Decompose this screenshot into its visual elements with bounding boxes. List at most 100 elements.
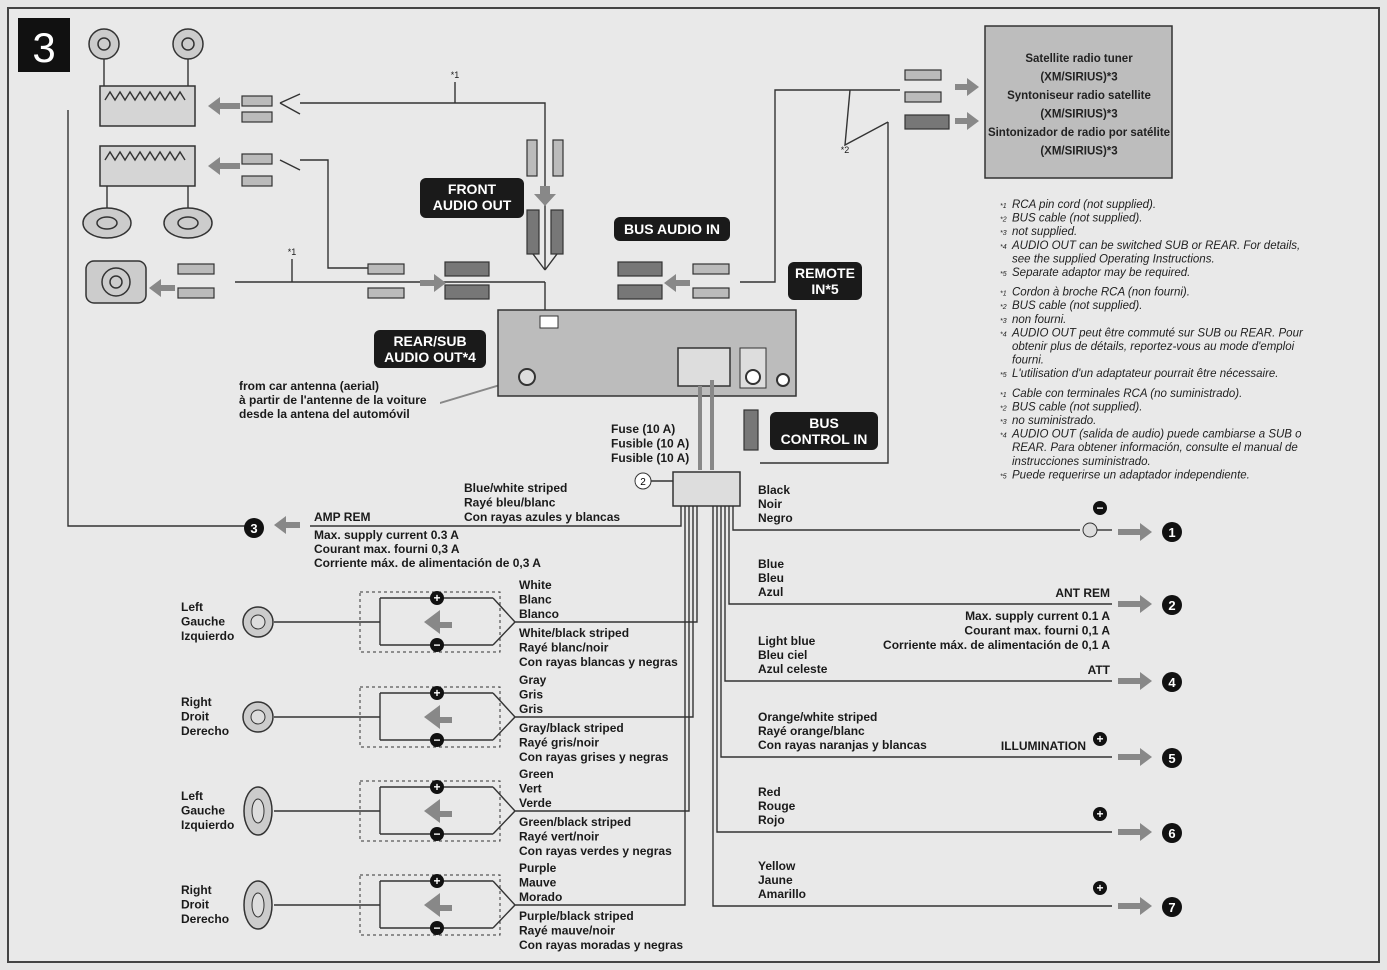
minus-symbol: −	[433, 827, 440, 841]
arrow-icon	[1118, 897, 1152, 915]
minus-symbol: −	[433, 733, 440, 747]
wire-color-label: Jaune	[758, 873, 793, 887]
plus-wire-color-label: Blanco	[519, 607, 559, 621]
bus-audio-in-text: BUS AUDIO IN	[624, 221, 720, 237]
amp-rem-supply-label: Corriente máx. de alimentación de 0,3 A	[314, 556, 541, 570]
amp-rem-supply-label: Max. supply current 0.3 A	[314, 528, 459, 542]
arrow-icon	[424, 610, 452, 634]
footnote-text: see the supplied Operating Instructions.	[1012, 253, 1215, 265]
terminal-number: 4	[1168, 675, 1176, 690]
plus-symbol: +	[433, 874, 440, 888]
satellite-tuner-label: (XM/SIRIUS)*3	[1040, 109, 1117, 121]
terminal-badge	[244, 518, 264, 538]
footnote-text: AUDIO OUT peut être commuté sur SUB ou R…	[1011, 327, 1304, 339]
power-connector-socket	[677, 347, 731, 387]
minus-wire-color-label: Green/black striped	[519, 815, 631, 829]
satellite-tuner-label: (XM/SIRIUS)*3	[1040, 72, 1117, 84]
speaker-group: RightDroitDerecho+−GrayGrisGrisGray/blac…	[181, 506, 694, 764]
footnote-mark: *5	[1000, 473, 1007, 480]
terminal-number: 2	[1168, 598, 1175, 613]
wire-color-label: Rouge	[758, 799, 796, 813]
footnote-mark: *1	[1000, 291, 1007, 298]
footnote-mark: *4	[1000, 433, 1007, 440]
speaker-group: LeftGaucheIzquierdo+−WhiteBlancBlancoWhi…	[181, 506, 698, 669]
footnote-mark: *1	[1000, 392, 1007, 399]
wire-color-label: Yellow	[758, 859, 796, 873]
footnote-text: AUDIO OUT can be switched SUB or REAR. F…	[1011, 240, 1300, 252]
plus-wire-color-label: Verde	[519, 796, 552, 810]
footnote-text: RCA pin cord (not supplied).	[1012, 199, 1156, 211]
plus-wire-color-label: Morado	[519, 890, 562, 904]
speaker-position-label: Right	[181, 695, 212, 709]
amp-rem-label: AMP REM	[314, 510, 370, 524]
wire-color-label: Noir	[758, 497, 782, 511]
speaker-wire-bracket	[359, 874, 501, 936]
antenna-label: desde la antena del automóvil	[239, 407, 410, 421]
minus-polarity-icon	[430, 733, 444, 747]
remote-in-label	[788, 262, 862, 300]
amplifier-front	[99, 85, 196, 127]
plus-wire-color-label: Vert	[519, 782, 542, 796]
footnote-mark: *2	[1000, 304, 1007, 311]
minus-wire-color-label: Con rayas blancas y negras	[519, 655, 678, 669]
remote-in-jack	[776, 373, 790, 387]
arrow-icon	[1118, 748, 1152, 766]
footnote-mark: *2	[1000, 405, 1007, 412]
wire-supply-label: Corriente máx. de alimentación de 0,1 A	[883, 638, 1110, 652]
footnote-text: REAR. Para obtener información, consulte…	[1012, 442, 1298, 454]
wire-color-label: Blue	[758, 557, 784, 571]
terminal-badge	[1162, 748, 1182, 768]
plus-wire-color-label: Gray	[519, 673, 547, 687]
plus-symbol: +	[433, 686, 440, 700]
footnote-text: BUS cable (not supplied).	[1012, 401, 1142, 413]
plus-polarity-icon	[1093, 807, 1107, 821]
plus-wire-color-label: Gris	[519, 702, 543, 716]
minus-wire-color-label: Con rayas moradas y negras	[519, 938, 683, 952]
terminal-number: 7	[1168, 900, 1175, 915]
terminal-badge	[1162, 522, 1182, 542]
minus-symbol: −	[1096, 501, 1103, 515]
footnote-text: Puede requerirse un adaptador independie…	[1012, 469, 1250, 481]
arrow-icon	[1118, 672, 1152, 690]
amp-rem-color-label: Blue/white striped	[464, 481, 567, 495]
speaker-group: LeftGaucheIzquierdo+−GreenVertVerdeGreen…	[181, 506, 690, 858]
arrow-icon	[1118, 595, 1152, 613]
amplifier-rear	[99, 145, 196, 187]
arrow-icon	[1118, 823, 1152, 841]
satellite-tuner-label: Sintonizador de radio por satélite	[988, 127, 1170, 139]
bus-control-in-label	[770, 412, 878, 450]
speaker-position-label: Left	[181, 789, 203, 803]
footnote-text: AUDIO OUT (salida de audio) puede cambia…	[1011, 429, 1302, 441]
minus-wire-color-label: Rayé vert/noir	[519, 830, 599, 844]
plus-polarity-icon	[1093, 881, 1107, 895]
footnote-text: BUS cable (not supplied).	[1012, 300, 1142, 312]
plus-symbol: +	[1096, 732, 1103, 746]
rca-cables	[67, 89, 900, 527]
minus-wire-color-label: Rayé gris/noir	[519, 736, 599, 750]
connector-number: 2	[640, 477, 646, 488]
plus-wire-color-label: Purple	[519, 861, 557, 875]
wire-color-label: Con rayas naranjas y blancas	[758, 738, 927, 752]
arrow-icon	[664, 274, 690, 292]
wire-color-label: Black	[758, 483, 790, 497]
plus-symbol: +	[1096, 881, 1103, 895]
plus-polarity-icon	[430, 874, 444, 888]
plus-symbol: +	[433, 780, 440, 794]
remote-in-text: IN*5	[811, 281, 838, 297]
plus-polarity-icon	[1093, 732, 1107, 746]
plus-wire-color-label: White	[519, 578, 552, 592]
terminal-number: 5	[1168, 751, 1175, 766]
signal-arrows	[149, 78, 979, 534]
speaker-wire-bracket	[359, 780, 501, 842]
fuse-label: Fusible (10 A)	[611, 451, 689, 465]
terminal-badge	[1162, 595, 1182, 615]
front-audio-out-text: FRONT	[448, 181, 497, 197]
speaker-position-label: Right	[181, 883, 212, 897]
wire-color-label: Orange/white striped	[758, 710, 877, 724]
arrow-icon	[424, 893, 452, 917]
plus-symbol: +	[433, 591, 440, 605]
